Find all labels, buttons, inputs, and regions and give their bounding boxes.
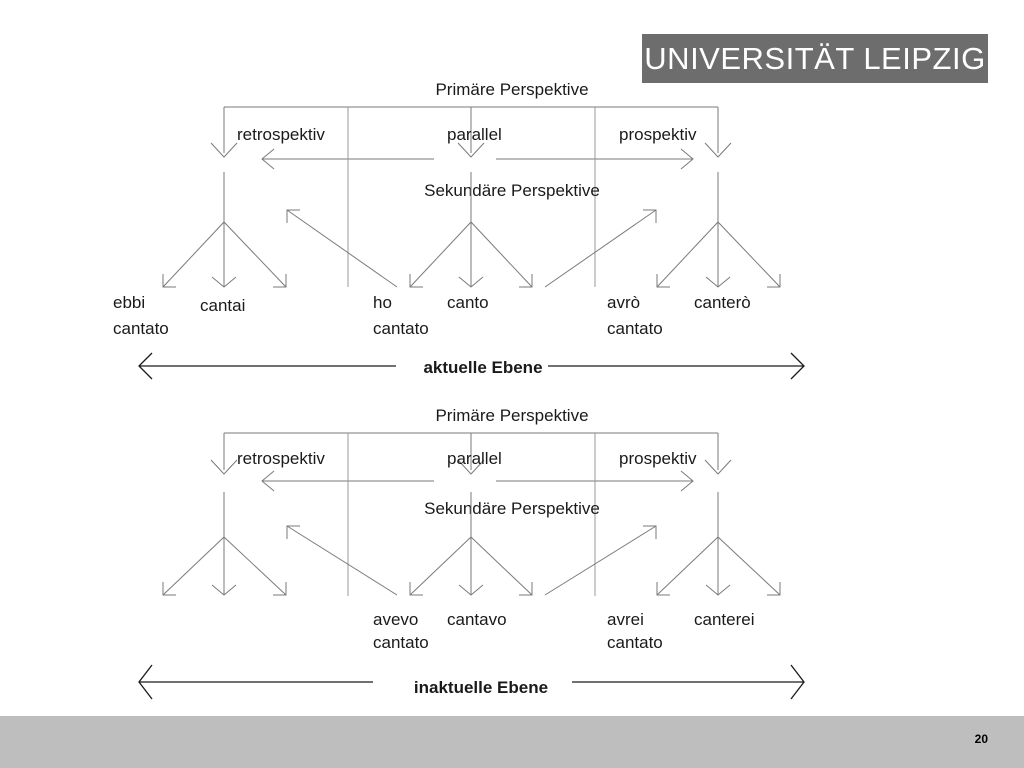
label-prospektiv: prospektiv (619, 125, 697, 144)
label-retrospektiv: retrospektiv (237, 449, 325, 468)
level-double-arrow (138, 664, 805, 700)
diagram-aktuelle-ebene: Primäre Perspektive retrospektiv paralle… (113, 80, 805, 380)
secondary-horizontal-arrows (261, 470, 694, 492)
secondary-perspective-label: Sekundäre Perspektive (424, 181, 600, 200)
form-avrei: avrei (607, 610, 644, 629)
primary-perspective-label: Primäre Perspektive (435, 406, 588, 425)
secondary-horizontal-arrows (261, 148, 694, 170)
secondary-branches (162, 172, 781, 288)
form-cantero: canterò (694, 293, 751, 312)
form-cantai: cantai (200, 296, 245, 315)
primary-bracket (210, 432, 732, 475)
form-avevo: avevo (373, 610, 418, 629)
logo-text: UNIVERSITÄT LEIPZIG (644, 40, 986, 76)
diagram-inaktuelle-ebene: Primäre Perspektive retrospektiv paralle… (138, 406, 805, 700)
form-canto: canto (447, 293, 489, 312)
level-label-inaktuelle: inaktuelle Ebene (414, 678, 548, 697)
label-parallel: parallel (447, 449, 502, 468)
form-ebbi-cantato: cantato (113, 319, 169, 338)
label-prospektiv: prospektiv (619, 449, 697, 468)
primary-bracket (210, 106, 732, 158)
secondary-branches (162, 492, 781, 596)
form-avro-cantato: cantato (607, 319, 663, 338)
secondary-perspective-label: Sekundäre Perspektive (424, 499, 600, 518)
divider-lines (347, 107, 596, 287)
primary-perspective-label: Primäre Perspektive (435, 80, 588, 99)
form-ho-cantato: cantato (373, 319, 429, 338)
form-avrei-cantato: cantato (607, 633, 663, 652)
label-parallel: parallel (447, 125, 502, 144)
level-label-aktuelle: aktuelle Ebene (423, 358, 542, 377)
tense-forms: avevo cantato cantavo avrei cantato cant… (373, 610, 754, 652)
form-ebbi: ebbi (113, 293, 145, 312)
university-logo: UNIVERSITÄT LEIPZIG (642, 34, 988, 83)
footer-bar: 20 (0, 716, 1024, 768)
page-number: 20 (974, 732, 988, 746)
tense-forms: ebbi cantato cantai ho cantato canto avr… (113, 293, 751, 338)
form-avro: avrò (607, 293, 640, 312)
label-retrospektiv: retrospektiv (237, 125, 325, 144)
tense-perspective-diagram: Primäre Perspektive retrospektiv paralle… (113, 80, 805, 700)
form-avevo-cantato: cantato (373, 633, 429, 652)
form-cantavo: cantavo (447, 610, 507, 629)
form-canterei: canterei (694, 610, 754, 629)
level-double-arrow (138, 352, 805, 380)
divider-lines (347, 433, 596, 596)
form-ho: ho (373, 293, 392, 312)
